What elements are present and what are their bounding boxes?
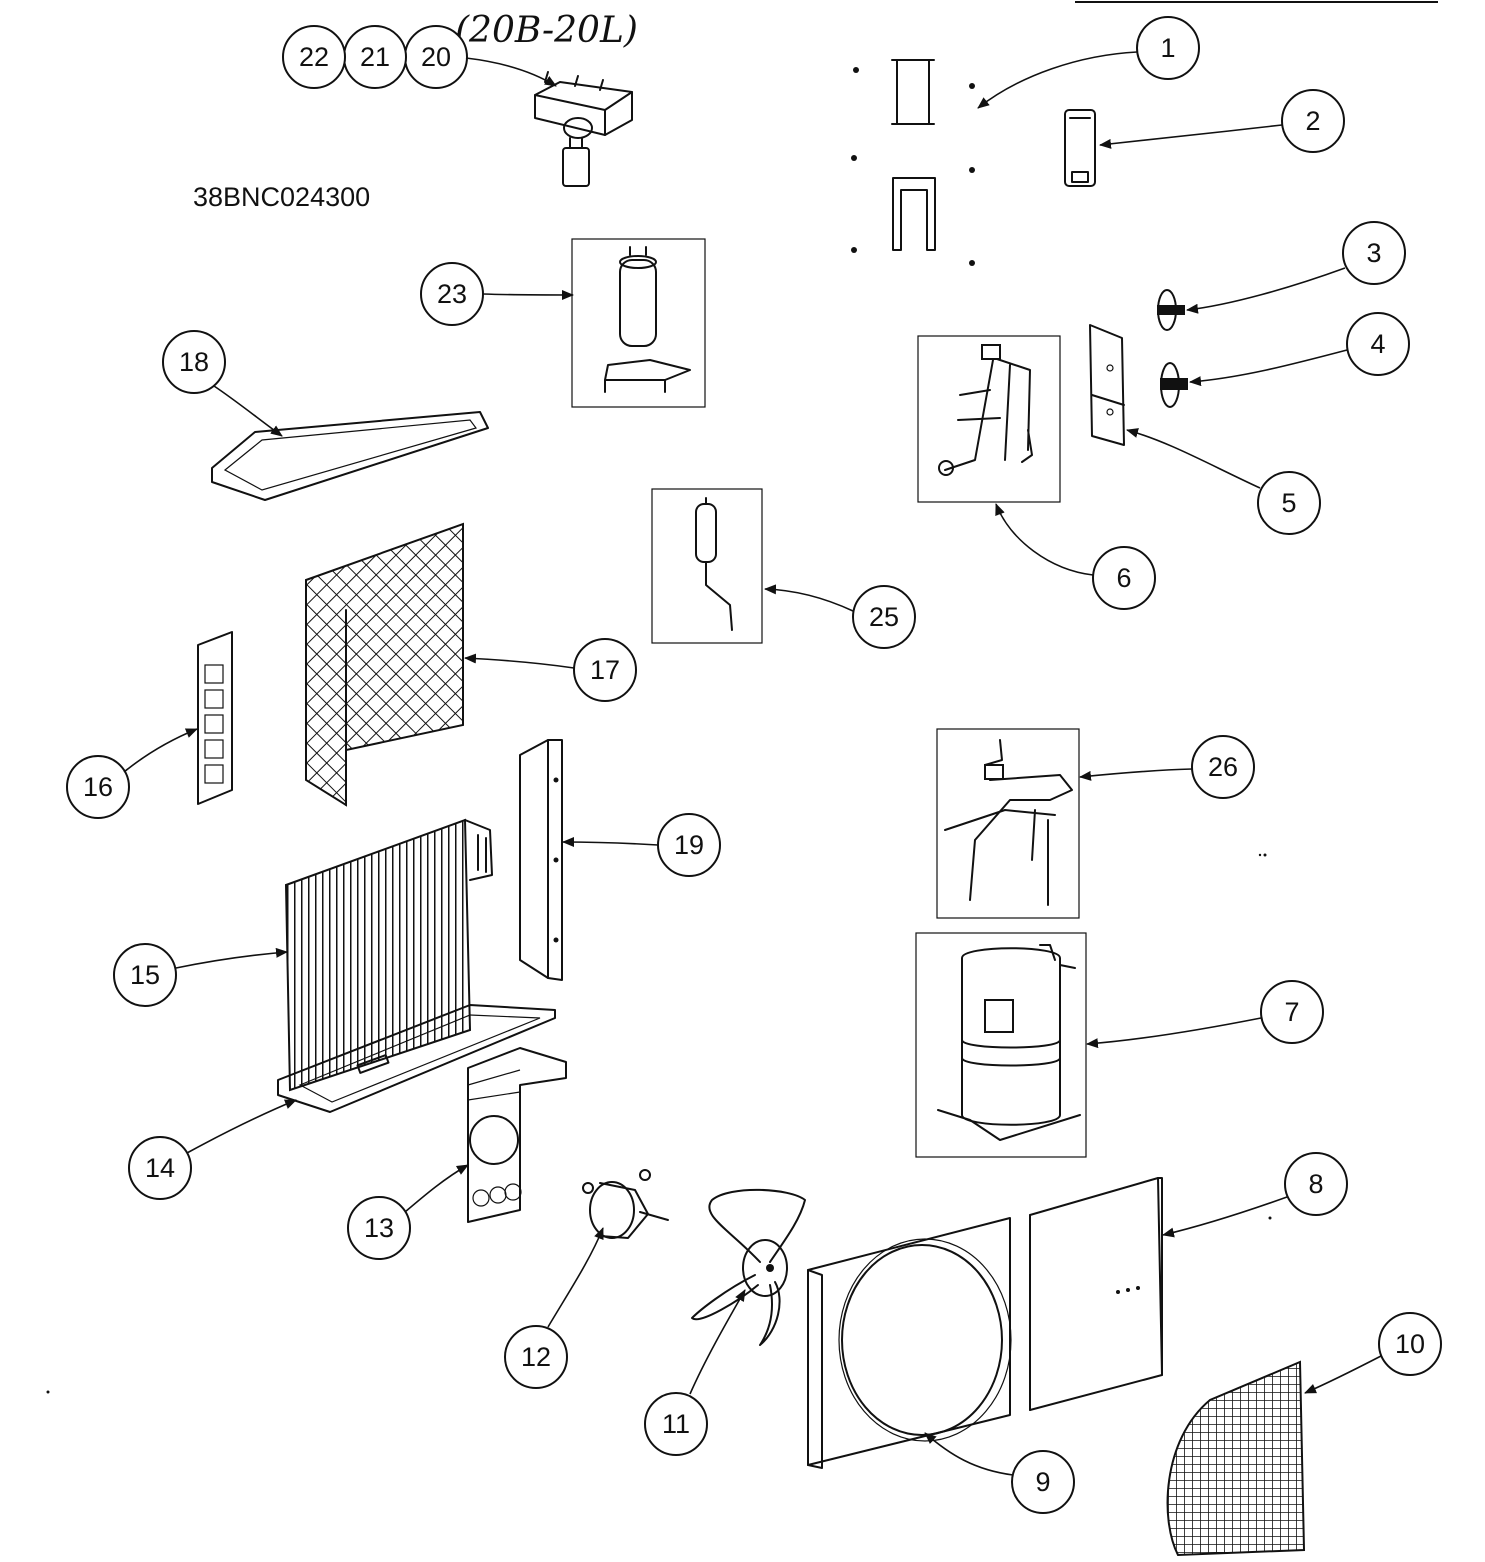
service-valve-part	[1157, 289, 1188, 408]
svg-text:13: 13	[364, 1213, 394, 1243]
svg-text:10: 10	[1395, 1329, 1425, 1359]
callout-20: 20	[404, 25, 468, 89]
capacitor-box	[571, 238, 706, 408]
callout-10: 10	[1378, 1312, 1442, 1376]
svg-text:15: 15	[130, 960, 160, 990]
callout-1: 1	[1136, 16, 1200, 80]
callout-19: 19	[657, 813, 721, 877]
leader-lines	[123, 51, 1382, 1476]
side-access-panel-part	[1029, 1177, 1163, 1411]
svg-text:17: 17	[590, 655, 620, 685]
callout-13: 13	[347, 1196, 411, 1260]
svg-text:25: 25	[869, 602, 899, 632]
svg-text:5: 5	[1281, 488, 1296, 518]
callout-9: 9	[1011, 1450, 1075, 1514]
callout-8: 8	[1284, 1152, 1348, 1216]
svg-text:3: 3	[1366, 238, 1381, 268]
callout-22: 22	[282, 25, 346, 89]
svg-text:4: 4	[1370, 329, 1385, 359]
fan-grille-part	[1166, 1360, 1306, 1557]
callout-21: 21	[343, 25, 407, 89]
callout-15: 15	[113, 943, 177, 1007]
callout-14: 14	[128, 1136, 192, 1200]
svg-text:21: 21	[360, 42, 390, 72]
handwritten-note: (20B-20L)	[455, 10, 638, 51]
callout-2: 2	[1281, 89, 1345, 153]
callout-5: 5	[1257, 471, 1321, 535]
svg-text:18: 18	[179, 347, 209, 377]
callout-3: 3	[1342, 221, 1406, 285]
svg-text:7: 7	[1284, 997, 1299, 1027]
callout-17: 17	[573, 638, 637, 702]
svg-text:8: 8	[1308, 1169, 1323, 1199]
svg-text:20: 20	[421, 42, 451, 72]
callout-18: 18	[162, 330, 226, 394]
svg-text:2: 2	[1305, 106, 1320, 136]
callout-12: 12	[504, 1325, 568, 1389]
fan-blade-part	[691, 1188, 806, 1346]
svg-text:6: 6	[1116, 563, 1131, 593]
callout-4: 4	[1346, 312, 1410, 376]
partition-panel-part	[519, 739, 563, 981]
svg-text:14: 14	[145, 1153, 175, 1183]
tubing-assembly-box	[917, 335, 1061, 503]
side-panel-strip-part	[197, 631, 233, 805]
callout-26: 26	[1191, 735, 1255, 799]
base-pan-part	[277, 1004, 556, 1113]
svg-text:11: 11	[662, 1409, 690, 1439]
valve-mounting-panel-part	[1089, 324, 1125, 446]
svg-text:12: 12	[521, 1342, 551, 1372]
fan-motor-part	[582, 1169, 669, 1239]
callout-7: 7	[1260, 980, 1324, 1044]
svg-text:1: 1	[1160, 33, 1175, 63]
svg-text:9: 9	[1035, 1467, 1050, 1497]
callout-6: 6	[1092, 546, 1156, 610]
wire-mesh-guard-part	[305, 522, 464, 807]
callout-11: 11	[644, 1392, 708, 1456]
svg-text:19: 19	[674, 830, 704, 860]
front-panel-part	[807, 1217, 1012, 1469]
model-number: 38BNC024300	[193, 182, 370, 212]
motor-mount-part	[467, 1047, 567, 1223]
callout-23: 23	[420, 262, 484, 326]
svg-text:16: 16	[83, 772, 113, 802]
mounting-brackets-part	[851, 59, 975, 266]
callout-labels: 1 2 3 4 5 6 7 8 9 10 11 12 13 14 15 16 1…	[66, 16, 1442, 1514]
callout-25: 25	[852, 585, 916, 649]
scan-specks	[46, 853, 1272, 1394]
compressor-box	[915, 932, 1087, 1158]
svg-text:26: 26	[1208, 752, 1238, 782]
filter-drier-box	[651, 488, 763, 644]
small-control-module-part	[1064, 109, 1096, 187]
svg-text:23: 23	[437, 279, 467, 309]
top-cover-part	[211, 411, 489, 501]
callout-16: 16	[66, 755, 130, 819]
svg-text:22: 22	[299, 42, 329, 72]
control-box-bracket-part	[534, 71, 633, 187]
accumulator-tubing-box	[936, 728, 1080, 919]
